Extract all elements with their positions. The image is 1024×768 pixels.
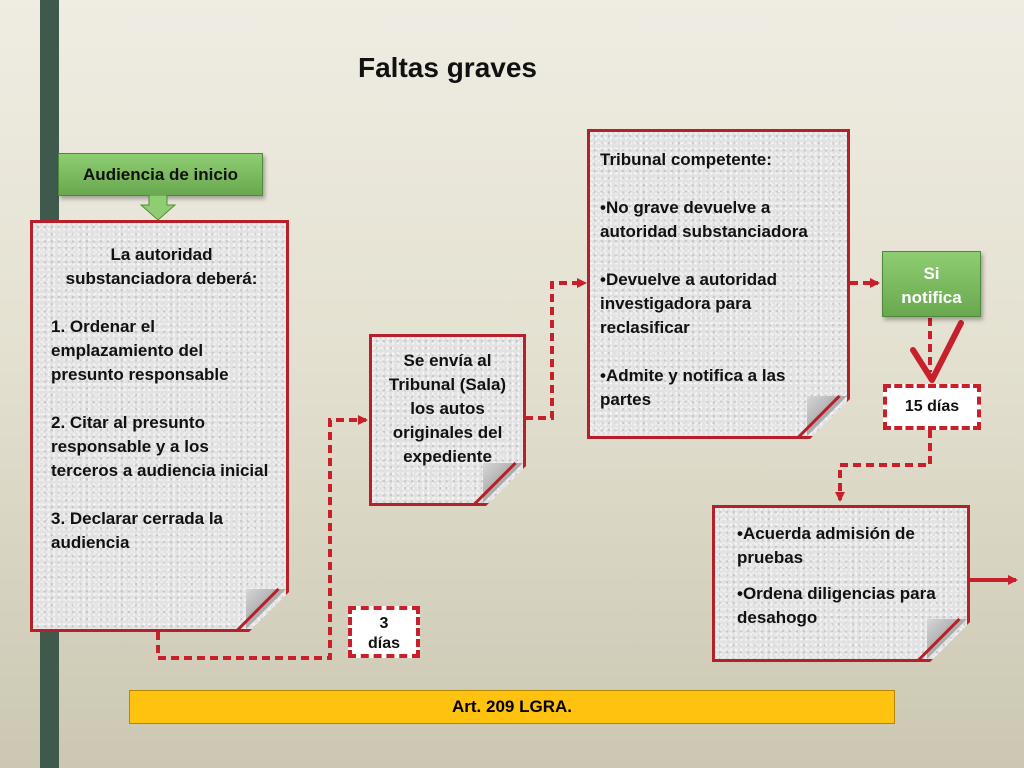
box3-heading: Tribunal competente: [600,150,772,169]
note-tribunal-competente: Tribunal competente: •No grave devuelve … [587,129,850,439]
box3-item-2: •Devuelve a autoridad investigadora para… [600,270,777,337]
note-admision-pruebas: •Acuerda admisión de pruebas •Ordena dil… [712,505,970,662]
si-notifica-box: Si notifica [882,251,981,317]
note-autoridad-substanciadora: La autoridad substanciadora deberá: 1. O… [30,220,289,632]
connector-box2-box3 [525,278,587,420]
box1-item-2: 2. Citar al presunto responsable y a los… [51,413,269,480]
tres-dias-number: 3 [379,615,389,632]
box4-item-1: •Acuerda admisión de pruebas [737,524,915,567]
down-arrow-icon [140,195,176,221]
box1-item-3: 3. Declarar cerrada la audiencia [51,509,224,552]
box3-item-3: •Admite y notifica a las partes [600,366,786,409]
box1-heading-line2: substanciadora deberá: [65,269,258,288]
quince-dias-label: 15 días [904,398,960,415]
quince-dias-box: 15 días [883,384,981,430]
box1-item-1: 1. Ordenar el emplazamiento del presunto… [51,317,229,384]
footer-label: Art. 209 LGRA. [452,697,572,716]
checkmark-arrow [910,320,964,383]
audiencia-inicio-box: Audiencia de inicio [58,153,263,196]
footer-article-reference: Art. 209 LGRA. [129,690,895,724]
audiencia-inicio-label: Audiencia de inicio [83,165,238,184]
connector-box1-box2 [156,415,368,660]
tres-dias-box: 3 días [348,606,420,658]
box1-heading-line1: La autoridad [110,245,213,264]
note-envio-tribunal: Se envía al Tribunal (Sala) los autos or… [369,334,526,506]
box2-text: Se envía al Tribunal (Sala) los autos or… [388,351,507,466]
box3-item-1: •No grave devuelve a autoridad substanci… [600,198,808,241]
page-title: Faltas graves [358,52,537,83]
si-notifica-line1: Si [923,264,940,283]
box4-item-2: •Ordena diligencias para desahogo [737,584,936,627]
si-notifica-line2: notifica [901,288,962,307]
tres-dias-label: días [367,635,400,652]
connector-15dias-box4 [835,430,932,502]
